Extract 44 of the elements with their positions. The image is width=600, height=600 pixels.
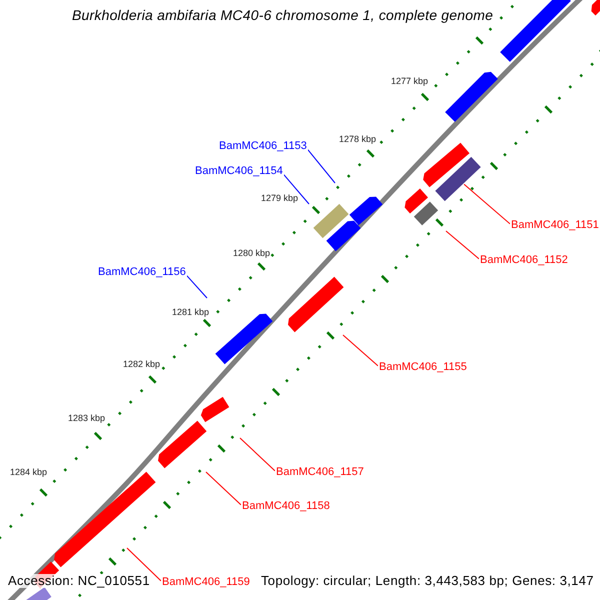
- gene-block: [423, 142, 470, 188]
- gene-label: BamMC406_1153: [218, 140, 308, 152]
- tick-label: 1284 kbp: [10, 468, 48, 478]
- leader-line: [240, 438, 276, 472]
- tick-label: 1279 kbp: [261, 194, 298, 204]
- tick-label: 1278 kbp: [339, 135, 376, 145]
- gene-label: BamMC406_1156: [97, 266, 187, 278]
- feature-bar: [435, 156, 481, 202]
- leader-line: [446, 230, 480, 260]
- title: Burkholderia ambifaria MC40-6 chromosome 1, complete genome: [72, 8, 494, 24]
- gene-block: [349, 196, 383, 226]
- genome-info-text: Topology: circular; Length: 3,443,583 bp; Genes: 3,147: [261, 574, 594, 588]
- leader-line: [283, 174, 310, 204]
- tick-label: 1282 kbp: [123, 360, 160, 370]
- gene-block: [445, 72, 498, 122]
- leader-line: [126, 548, 162, 582]
- tick-label: 1281 kbp: [172, 308, 210, 318]
- feature-bar: [414, 202, 438, 226]
- gene-block: [200, 396, 230, 422]
- gene-label: BamMC406_1152: [479, 254, 569, 266]
- gene-block: [500, 0, 571, 62]
- tick-label: 1280 kbp: [233, 249, 270, 259]
- gene-label: BamMC406_1157: [275, 466, 365, 478]
- gene-label: BamMC406_1155: [378, 361, 468, 374]
- gene-block: [288, 276, 344, 332]
- gene-block: [54, 472, 156, 568]
- gene-block: [158, 420, 207, 468]
- gene-label: BamMC406_1151: [510, 219, 600, 232]
- gene-block: [215, 314, 273, 364]
- feature-bar: [313, 204, 349, 238]
- gene-label: BamMC406_1154: [194, 165, 284, 178]
- leader-line: [307, 149, 336, 184]
- leader-line: [186, 275, 208, 298]
- gene-block: [326, 220, 361, 252]
- leader-line: [206, 472, 242, 506]
- tick-label: 1283 kbp: [68, 414, 106, 424]
- gene-label: BamMC406_1159: [161, 576, 251, 588]
- tick-label: 1277 kbp: [391, 77, 428, 87]
- gene-block: [404, 188, 428, 214]
- leader-line: [342, 334, 378, 366]
- accession-text: Accession: NC_010551: [8, 574, 150, 588]
- gene-block: [591, 0, 600, 16]
- leader-line: [464, 184, 510, 224]
- gene-label: BamMC406_1158: [241, 500, 331, 512]
